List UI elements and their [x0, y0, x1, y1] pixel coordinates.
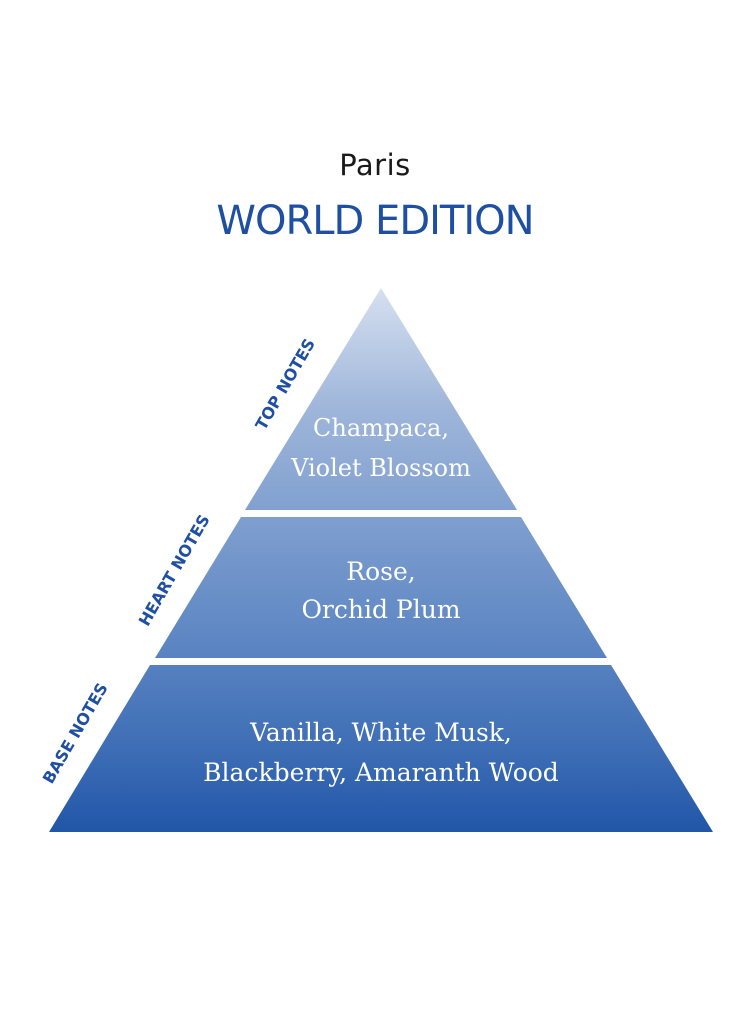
- edition-title: WORLD EDITION: [216, 198, 534, 244]
- heart-notes-line-1: Rose,: [346, 557, 415, 586]
- top-notes-line-2: Violet Blossom: [290, 454, 471, 482]
- brand-name: Paris: [339, 148, 411, 182]
- top-notes-line-1: Champaca,: [313, 414, 449, 442]
- base-notes-line-2: Blackberry, Amaranth Wood: [203, 758, 559, 787]
- heart-notes-line-2: Orchid Plum: [301, 595, 460, 624]
- base-notes-line-1: Vanilla, White Musk,: [249, 718, 512, 747]
- pyramid-tier-base: [49, 665, 713, 832]
- pyramid-tier-top: [245, 288, 517, 510]
- pyramid-tier-heart: [155, 517, 607, 658]
